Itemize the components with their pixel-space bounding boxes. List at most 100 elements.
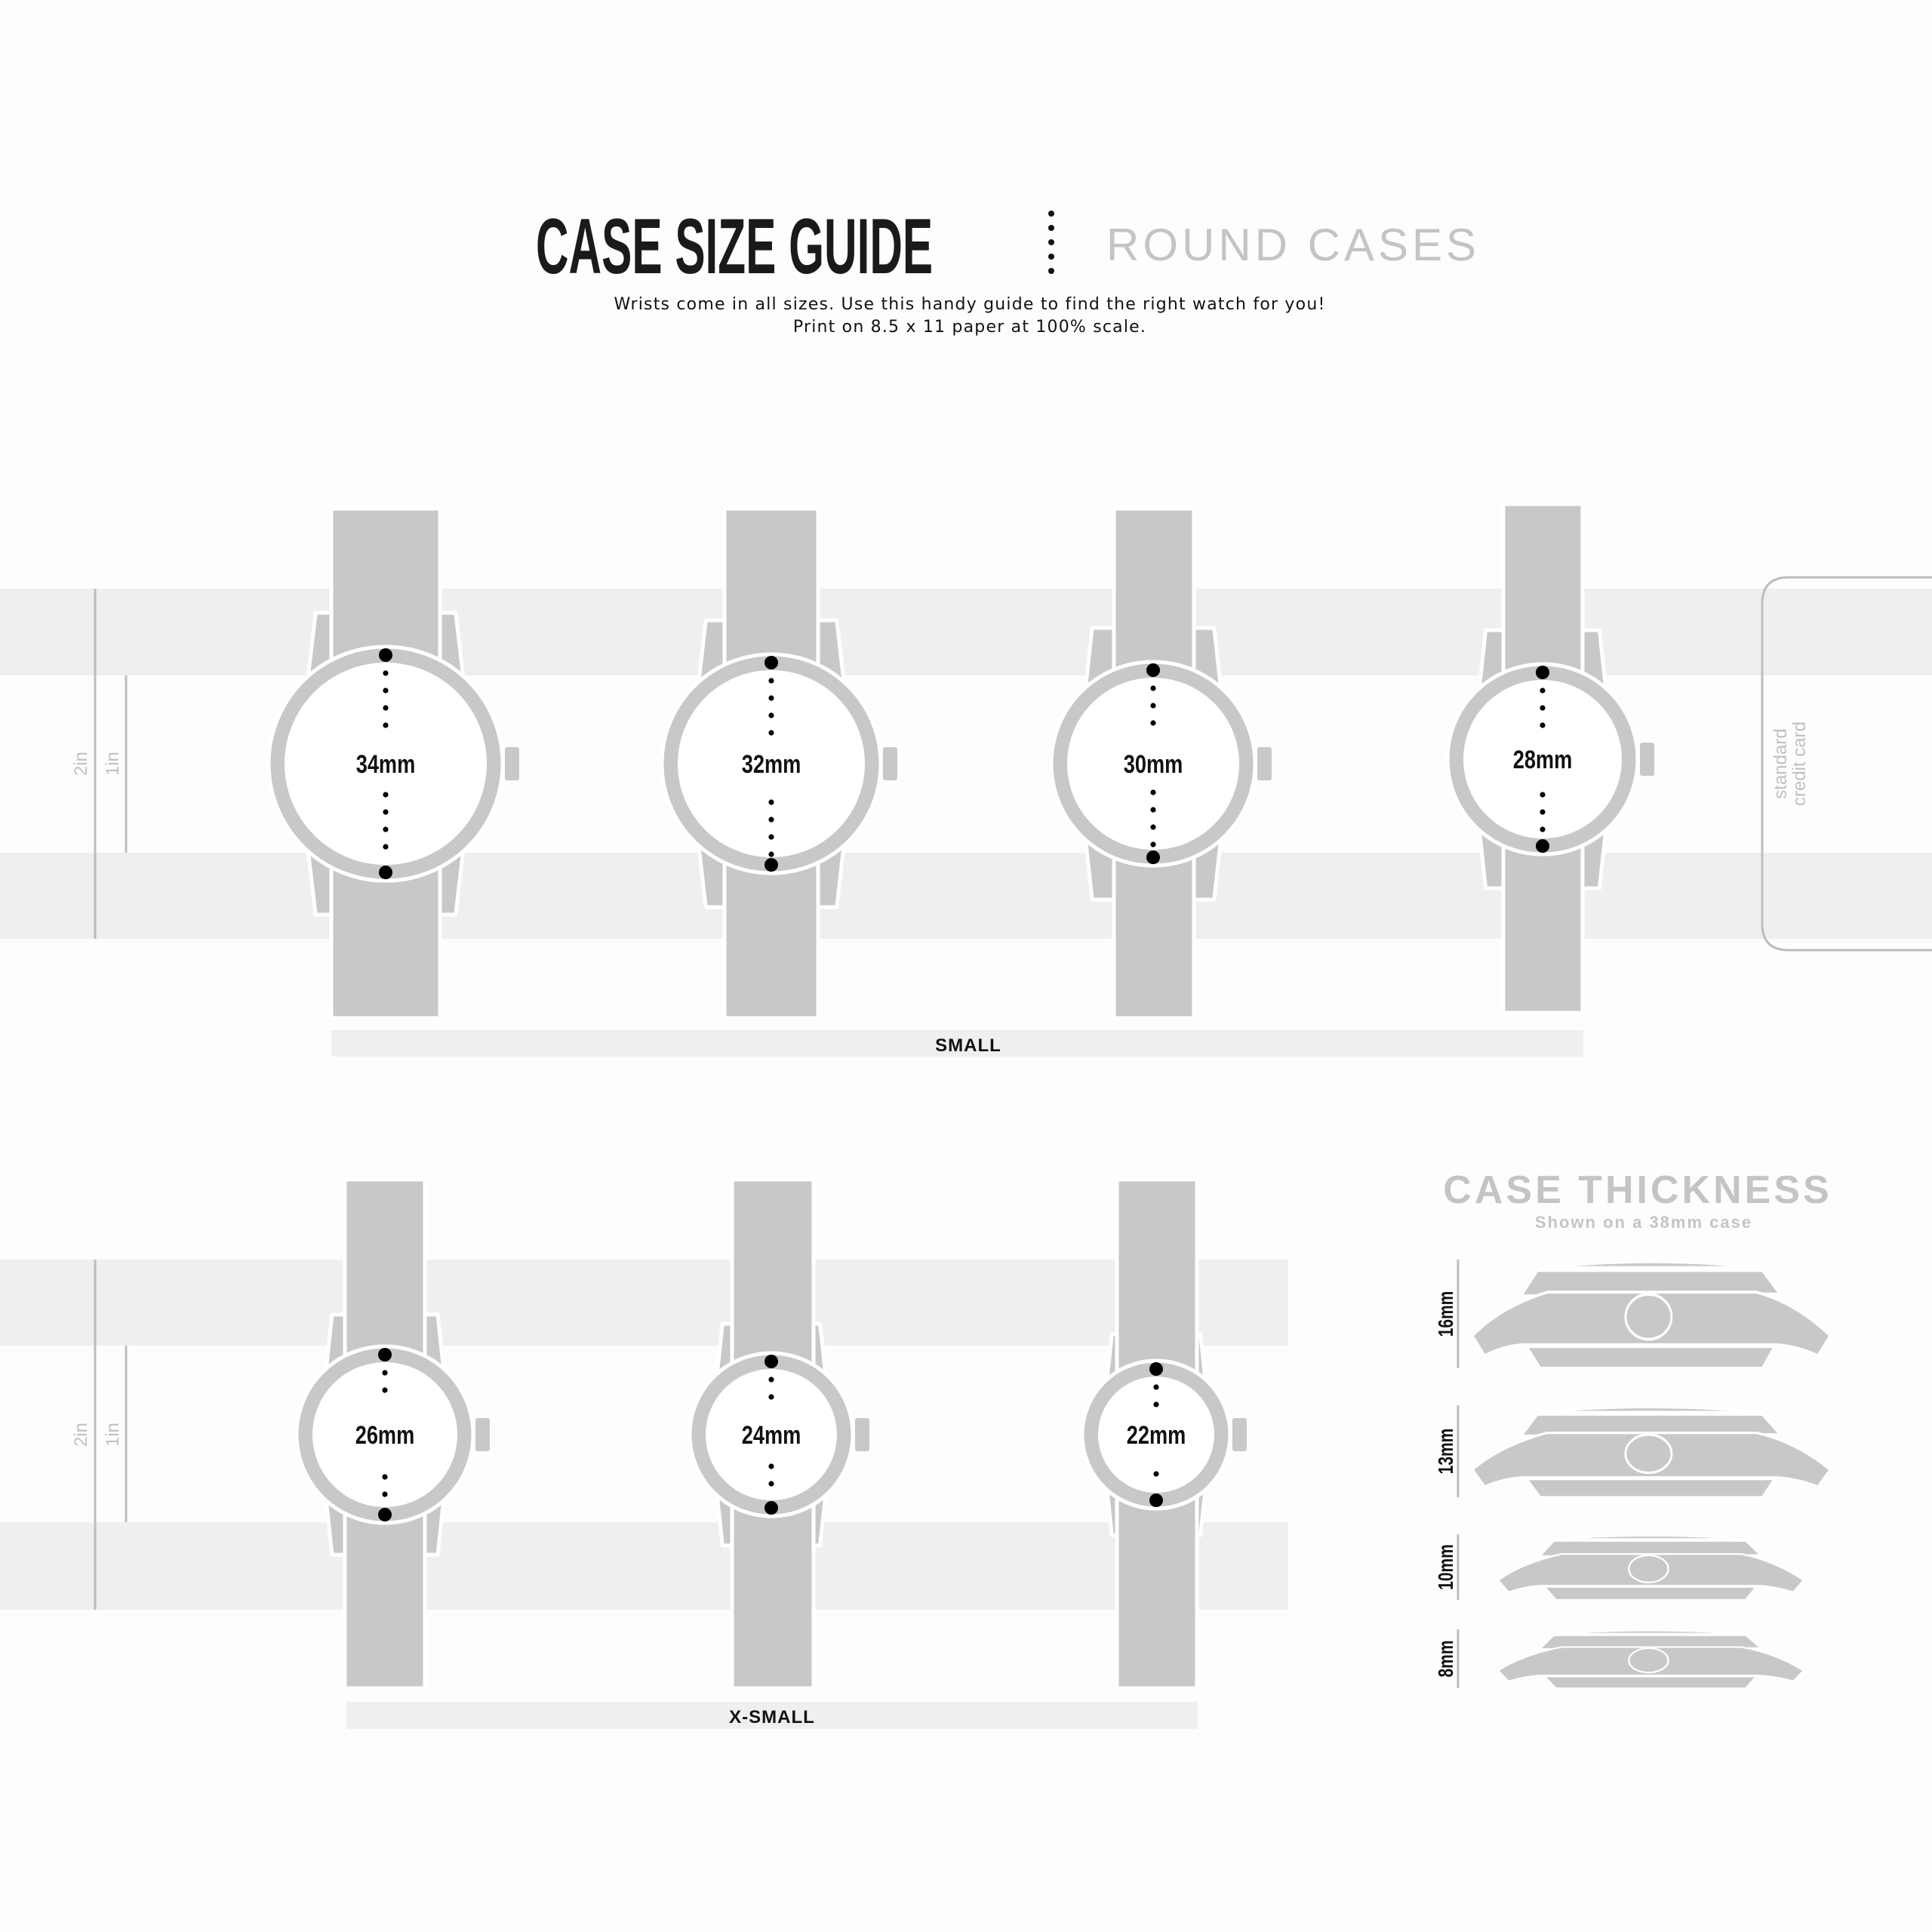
scale-label-2in: 2in xyxy=(71,752,91,776)
profile-caseback xyxy=(1525,1477,1776,1499)
profile-crystal xyxy=(1540,1260,1762,1269)
measure-dot xyxy=(1540,792,1546,798)
measure-end-dot xyxy=(1146,851,1160,864)
watch-crown xyxy=(855,1418,869,1451)
wrist-band-top-xs xyxy=(0,1260,1288,1346)
measure-dot xyxy=(383,688,389,694)
measure-dot xyxy=(768,730,774,736)
measure-dot xyxy=(1150,824,1156,830)
watch-26mm: 26mm xyxy=(294,1177,490,1690)
scale-label-1in-xs: 1in xyxy=(103,1423,123,1447)
measure-dot xyxy=(768,1394,774,1400)
measure-dot xyxy=(382,1370,388,1376)
measure-dot xyxy=(382,1474,388,1480)
watch-crown xyxy=(1257,747,1272,780)
measure-dot xyxy=(768,851,774,857)
watch-dial xyxy=(1463,680,1622,838)
measure-dot xyxy=(768,678,774,684)
credit-card-label-2: credit card xyxy=(1789,721,1810,806)
profile-bezel xyxy=(1520,1269,1782,1297)
measure-dot xyxy=(383,826,389,832)
profile-caseback xyxy=(1543,1586,1758,1601)
profile-crown xyxy=(1628,1554,1669,1583)
measure-dot xyxy=(383,844,389,850)
measure-dot xyxy=(1540,705,1546,711)
page-title: CASE SIZE GUIDE xyxy=(536,203,933,291)
measure-dot xyxy=(768,799,774,805)
profile-crown xyxy=(1624,1433,1673,1475)
measure-dot xyxy=(768,1481,774,1487)
measure-dot xyxy=(1540,809,1546,815)
profile-shape xyxy=(1471,1405,1832,1499)
measure-end-dot xyxy=(378,1508,392,1521)
scale-label-2in-xs: 2in xyxy=(71,1423,91,1447)
watch-30mm: 30mm xyxy=(1049,506,1272,1020)
measure-end-dot xyxy=(1146,663,1160,677)
page-subtitle: ROUND CASES xyxy=(1106,220,1480,270)
measure-dot xyxy=(1540,688,1546,694)
profile-crystal xyxy=(1556,1629,1746,1635)
measure-dot xyxy=(768,1463,774,1469)
measure-end-dot xyxy=(764,1501,778,1515)
measure-dot xyxy=(1150,807,1156,813)
measure-dot xyxy=(383,705,389,711)
measure-dot xyxy=(1150,789,1156,795)
measure-end-dot xyxy=(764,858,778,872)
row-bar-x-small xyxy=(346,1702,1198,1729)
watch-crown xyxy=(1232,1418,1247,1451)
watch-32mm: 32mm xyxy=(660,506,897,1020)
watch-34mm: 34mm xyxy=(266,506,519,1020)
watch-dial xyxy=(706,1369,837,1500)
watch-dial xyxy=(1098,1377,1214,1493)
wrist-band-bottom-xs xyxy=(0,1522,1288,1610)
measure-dot xyxy=(383,670,389,676)
thickness-label: 16mm xyxy=(1435,1291,1458,1337)
profile-shape xyxy=(1497,1534,1805,1601)
profile-crystal xyxy=(1556,1534,1746,1540)
measure-dot xyxy=(1150,685,1156,691)
profile-shape xyxy=(1497,1629,1805,1690)
measure-dot xyxy=(768,834,774,840)
profile-crystal xyxy=(1540,1405,1762,1414)
measure-dot xyxy=(768,695,774,701)
case-size-label: 24mm xyxy=(742,1420,801,1450)
thickness-label: 8mm xyxy=(1435,1640,1458,1677)
measure-end-dot xyxy=(1536,666,1549,679)
case-size-label: 26mm xyxy=(355,1420,415,1450)
watch-dial xyxy=(312,1362,457,1507)
thickness-label: 10mm xyxy=(1435,1544,1458,1590)
watch-crown xyxy=(475,1418,490,1451)
measure-dot xyxy=(382,1387,388,1393)
measure-dot xyxy=(382,1491,388,1497)
credit-card-outline xyxy=(1761,576,1932,952)
thickness-profiles: 16mm 13mm 10mm 8mm xyxy=(1435,1260,1832,1690)
case-size-label: 22mm xyxy=(1127,1420,1186,1450)
measure-end-dot xyxy=(764,1355,778,1368)
case-size-label: 32mm xyxy=(742,749,801,779)
profile-crown xyxy=(1628,1647,1669,1674)
thickness-profile-8mm: 8mm xyxy=(1435,1629,1805,1690)
measure-dot xyxy=(1150,703,1156,709)
measure-dot xyxy=(383,809,389,815)
measure-dot xyxy=(1540,722,1546,728)
watch-22mm: 22mm xyxy=(1080,1177,1247,1690)
profile-bezel xyxy=(1520,1413,1782,1438)
watch-crown xyxy=(505,747,519,780)
profile-shape xyxy=(1471,1260,1832,1370)
credit-card-label-1: standard xyxy=(1770,728,1791,798)
measure-dot xyxy=(1150,720,1156,726)
watch-dial xyxy=(285,663,487,865)
measure-dot xyxy=(768,1377,774,1383)
measure-end-dot xyxy=(764,656,778,669)
watch-crown xyxy=(883,747,897,780)
profile-crown xyxy=(1624,1293,1673,1341)
watch-crown xyxy=(1640,743,1654,776)
thickness-profile-10mm: 10mm xyxy=(1435,1534,1805,1601)
measure-dot xyxy=(383,792,389,798)
measure-dot xyxy=(1153,1471,1159,1477)
intro-line-1: Wrists come in all sizes. Use this handy… xyxy=(614,295,1326,314)
thickness-profile-13mm: 13mm xyxy=(1435,1405,1832,1499)
measure-dot xyxy=(768,817,774,823)
